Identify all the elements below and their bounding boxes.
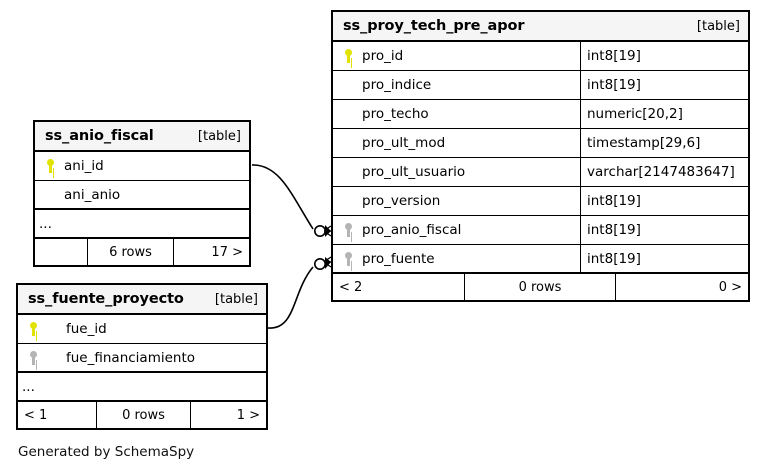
column-type-cell: numeric[20,2]: [580, 100, 748, 128]
column-name: pro_ult_mod: [362, 135, 446, 151]
foreign-key-icon: [339, 251, 357, 266]
child-relations-count[interactable]: 1 >: [236, 407, 260, 423]
crowsfoot-icon: [324, 256, 332, 269]
table-header[interactable]: ss_anio_fiscal [table]: [35, 122, 249, 152]
column-name: pro_techo: [362, 106, 429, 122]
relationship-fuente-proyecto: [267, 256, 332, 329]
generator-credit: Generated by SchemaSpy: [18, 444, 195, 460]
column-name-cell: pro_fuente: [333, 245, 580, 272]
column-name-cell: fue_financiamiento: [18, 344, 266, 371]
table-kind-label: [table]: [197, 128, 241, 144]
table-row[interactable]: ani_id: [35, 152, 249, 181]
column-name-cell: fue_id: [18, 315, 266, 343]
row-count: 0 rows: [96, 402, 191, 428]
table-node-ss-proy-tech-pre-apor[interactable]: ss_proy_tech_pre_apor [table] pro_id int…: [331, 10, 750, 302]
column-type: int8[19]: [587, 193, 641, 209]
more-columns-indicator: ...: [35, 210, 249, 239]
table-row[interactable]: fue_id: [18, 315, 266, 344]
column-name: pro_fuente: [362, 250, 435, 267]
table-kind-label: [table]: [696, 18, 740, 34]
column-name-cell: pro_indice: [333, 71, 580, 99]
column-name-cell: pro_ult_usuario: [333, 158, 580, 186]
table-row[interactable]: ani_anio: [35, 181, 249, 210]
crowsfoot-icon: [324, 225, 332, 237]
row-count: 6 rows: [87, 239, 174, 265]
column-type: varchar[2147483647]: [587, 164, 735, 180]
row-count: 0 rows: [464, 274, 616, 300]
table-header[interactable]: ss_proy_tech_pre_apor [table]: [333, 12, 748, 42]
foreign-key-icon: [339, 223, 357, 237]
column-name: pro_version: [362, 193, 441, 209]
column-name-cell: pro_techo: [333, 100, 580, 128]
column-name-cell: pro_anio_fiscal: [333, 216, 580, 244]
primary-key-icon: [24, 322, 42, 336]
table-row[interactable]: pro_version int8[19]: [333, 187, 748, 216]
column-type-cell: int8[19]: [580, 187, 748, 215]
table-row[interactable]: fue_financiamiento: [18, 344, 266, 373]
column-name: fue_id: [66, 321, 107, 337]
child-relations-count[interactable]: 0 >: [718, 279, 742, 295]
table-title: ss_proy_tech_pre_apor: [343, 18, 525, 34]
column-name: pro_indice: [362, 77, 432, 93]
column-type: timestamp[29,6]: [587, 135, 701, 151]
column-name-cell: pro_ult_mod: [333, 129, 580, 157]
column-type-cell: int8[19]: [580, 245, 748, 272]
column-name: pro_anio_fiscal: [362, 222, 462, 238]
parent-relations-count[interactable]: [35, 239, 87, 265]
table-row[interactable]: pro_indice int8[19]: [333, 71, 748, 100]
column-name-cell: pro_version: [333, 187, 580, 215]
column-type: numeric[20,2]: [587, 106, 683, 122]
table-header[interactable]: ss_fuente_proyecto [table]: [18, 285, 266, 315]
column-type: int8[19]: [587, 222, 641, 238]
relationship-anio-fiscal: [251, 164, 332, 238]
column-name: ani_anio: [64, 186, 121, 203]
column-type: int8[19]: [587, 250, 641, 267]
optional-marker-icon: [313, 225, 326, 238]
column-name-cell: ani_id: [35, 152, 249, 180]
table-footer: 6 rows 17 >: [35, 239, 249, 265]
column-type-cell: int8[19]: [580, 42, 748, 70]
column-name: ani_id: [64, 158, 104, 174]
table-row[interactable]: pro_techo numeric[20,2]: [333, 100, 748, 129]
column-type: int8[19]: [587, 48, 641, 64]
table-node-ss-anio-fiscal[interactable]: ss_anio_fiscal [table] ani_id ani_anio .…: [33, 120, 251, 267]
column-type-cell: timestamp[29,6]: [580, 129, 748, 157]
more-columns-indicator: ...: [18, 373, 266, 402]
column-name-cell: ani_anio: [35, 181, 249, 208]
parent-relations-count[interactable]: < 2: [339, 279, 363, 295]
table-kind-label: [table]: [214, 291, 258, 307]
table-row[interactable]: pro_ult_mod timestamp[29,6]: [333, 129, 748, 158]
child-relations-count[interactable]: 17 >: [211, 244, 243, 260]
table-title: ss_anio_fiscal: [45, 128, 154, 144]
optional-marker-icon: [313, 257, 326, 270]
column-name: pro_ult_usuario: [362, 164, 466, 180]
column-name: fue_financiamiento: [66, 349, 196, 366]
column-type-cell: varchar[2147483647]: [580, 158, 748, 186]
column-type-cell: int8[19]: [580, 216, 748, 244]
column-name-cell: pro_id: [333, 42, 580, 70]
foreign-key-icon: [24, 350, 42, 365]
primary-key-icon: [41, 159, 59, 173]
table-footer: < 1 0 rows 1 >: [18, 402, 266, 428]
parent-relations-count[interactable]: < 1: [24, 407, 48, 423]
table-row[interactable]: pro_id int8[19]: [333, 42, 748, 71]
column-name: pro_id: [362, 48, 404, 64]
table-footer: < 2 0 rows 0 >: [333, 274, 748, 300]
primary-key-icon: [339, 49, 357, 63]
table-node-ss-fuente-proyecto[interactable]: ss_fuente_proyecto [table] fue_id fue_fi…: [16, 283, 268, 430]
column-type: int8[19]: [587, 77, 641, 93]
table-row[interactable]: pro_ult_usuario varchar[2147483647]: [333, 158, 748, 187]
table-row[interactable]: pro_fuente int8[19]: [333, 245, 748, 274]
table-row[interactable]: pro_anio_fiscal int8[19]: [333, 216, 748, 245]
table-title: ss_fuente_proyecto: [28, 291, 184, 307]
column-type-cell: int8[19]: [580, 71, 748, 99]
